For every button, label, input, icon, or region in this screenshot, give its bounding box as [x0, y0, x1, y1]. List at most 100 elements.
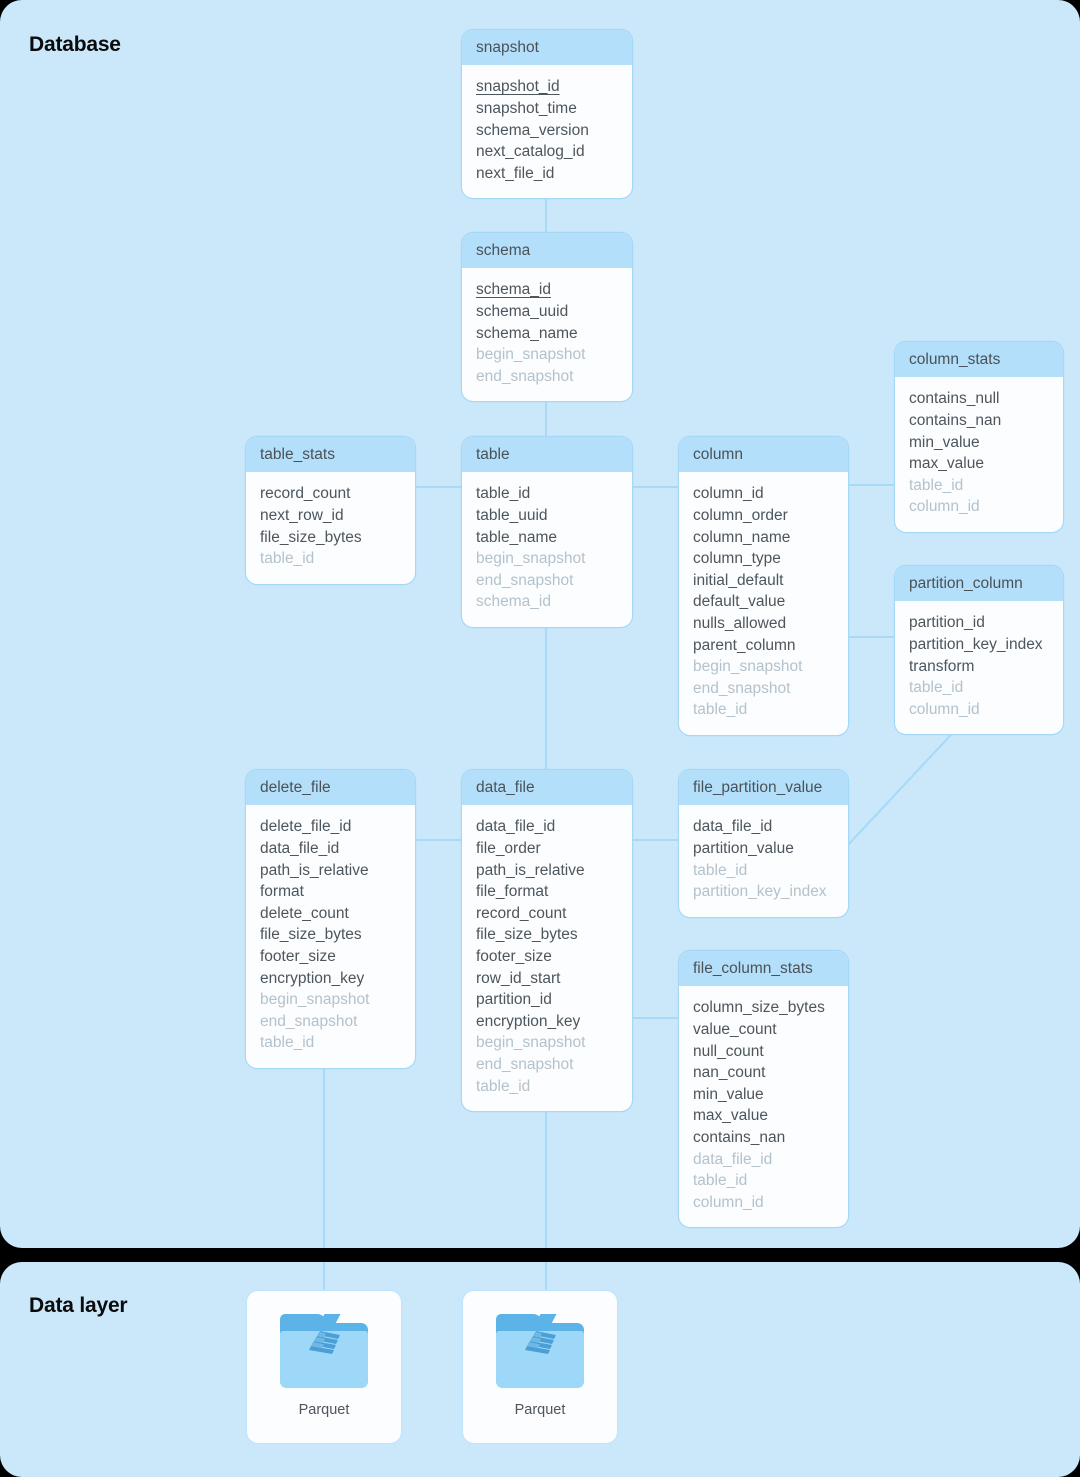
entity-column-title: column — [679, 437, 848, 473]
field-pc-transform: transform — [909, 657, 975, 675]
field-dataf-file-order: file_order — [476, 839, 541, 857]
entity-delete-file-fields: delete_file_id data_file_id path_is_rela… — [246, 805, 415, 1068]
field-df-end-snapshot: end_snapshot — [260, 1012, 358, 1030]
entity-partition-column[interactable]: partition_column partition_id partition_… — [895, 566, 1063, 735]
field-parent-column: parent_column — [693, 636, 796, 654]
entity-schema-fields: schema_id schema_uuid schema_name begin_… — [462, 268, 632, 401]
parquet-card-1[interactable]: Parquet — [247, 1291, 401, 1443]
entity-schema-title: schema — [462, 233, 632, 269]
field-df-delete-count: delete_count — [260, 904, 349, 922]
field-fpv-partition-value: partition_value — [693, 839, 794, 857]
field-next-file-id: next_file_id — [476, 164, 555, 182]
entity-table-title: table — [462, 437, 632, 473]
field-dataf-file-size-bytes: file_size_bytes — [476, 926, 578, 944]
field-schema-version: schema_version — [476, 121, 589, 139]
entity-column-stats[interactable]: column_stats contains_null contains_nan … — [895, 342, 1063, 532]
field-cs-table-id: table_id — [909, 476, 964, 494]
field-schema-uuid: schema_uuid — [476, 302, 569, 320]
field-fcs-table-id: table_id — [693, 1172, 748, 1190]
field-pc-column-id: column_id — [909, 700, 980, 718]
entity-table-stats-fields: record_count next_row_id file_size_bytes… — [246, 472, 415, 583]
field-table-schema-id: schema_id — [476, 593, 551, 611]
field-table-begin-snapshot: begin_snapshot — [476, 550, 586, 568]
field-cs-min-value: min_value — [909, 433, 980, 451]
field-dataf-data-file-id: data_file_id — [476, 818, 556, 836]
field-df-begin-snapshot: begin_snapshot — [260, 991, 370, 1009]
entity-data-file[interactable]: data_file data_file_id file_order path_i… — [462, 770, 632, 1112]
field-ts-record-count: record_count — [260, 485, 351, 503]
data-layer-panel-title: Data layer — [29, 1294, 128, 1317]
field-nulls-allowed: nulls_allowed — [693, 614, 787, 632]
entity-snapshot-title: snapshot — [462, 30, 632, 66]
field-fcs-data-file-id: data_file_id — [693, 1150, 773, 1168]
field-dataf-end-snapshot: end_snapshot — [476, 1055, 574, 1073]
field-df-footer-size: footer_size — [260, 947, 336, 965]
entity-snapshot[interactable]: snapshot snapshot_id snapshot_time schem… — [462, 30, 632, 199]
entity-column-stats-fields: contains_null contains_nan min_value max… — [895, 377, 1063, 532]
field-ts-file-size-bytes: file_size_bytes — [260, 528, 362, 546]
field-dataf-begin-snapshot: begin_snapshot — [476, 1034, 586, 1052]
field-cs-contains-nan: contains_nan — [909, 411, 1002, 429]
field-column-table-id: table_id — [693, 701, 748, 719]
field-cs-contains-null: contains_null — [909, 390, 1000, 408]
field-fpv-data-file-id: data_file_id — [693, 818, 773, 836]
field-df-delete-file-id: delete_file_id — [260, 818, 352, 836]
parquet-logo-icon — [525, 1331, 556, 1354]
entity-file-partition-value-fields: data_file_id partition_value table_id pa… — [679, 805, 848, 916]
field-schema-begin-snapshot: begin_snapshot — [476, 346, 586, 364]
entity-file-column-stats-fields: column_size_bytes value_count null_count… — [679, 986, 848, 1227]
entity-file-column-stats-title: file_column_stats — [679, 951, 848, 987]
field-pc-partition-id: partition_id — [909, 614, 985, 632]
entity-column[interactable]: column column_id column_order column_nam… — [679, 437, 848, 735]
entity-table[interactable]: table table_id table_uuid table_name beg… — [462, 437, 632, 627]
entity-delete-file[interactable]: delete_file delete_file_id data_file_id … — [246, 770, 415, 1068]
field-table-id: table_id — [476, 485, 531, 503]
entity-table-stats[interactable]: table_stats record_count next_row_id fil… — [246, 437, 415, 584]
parquet-card-2[interactable]: Parquet — [463, 1291, 617, 1443]
field-table-uuid: table_uuid — [476, 506, 548, 524]
field-fcs-max-value: max_value — [693, 1107, 768, 1125]
entity-table-fields: table_id table_uuid table_name begin_sna… — [462, 472, 632, 627]
database-panel-title: Database — [29, 33, 121, 56]
field-dataf-partition-id: partition_id — [476, 991, 552, 1009]
entity-snapshot-fields: snapshot_id snapshot_time schema_version… — [462, 65, 632, 198]
field-schema-end-snapshot: end_snapshot — [476, 367, 574, 385]
field-dataf-record-count: record_count — [476, 904, 567, 922]
field-default-value: default_value — [693, 593, 786, 611]
field-fcs-contains-nan: contains_nan — [693, 1128, 786, 1146]
field-dataf-path-is-relative: path_is_relative — [476, 861, 585, 879]
entity-file-partition-value[interactable]: file_partition_value data_file_id partit… — [679, 770, 848, 917]
field-pc-partition-key-index: partition_key_index — [909, 635, 1043, 653]
field-dataf-encryption-key: encryption_key — [476, 1012, 581, 1030]
field-ts-table-id: table_id — [260, 550, 315, 568]
entity-data-file-title: data_file — [462, 770, 632, 806]
field-pc-table-id: table_id — [909, 679, 964, 697]
field-column-id: column_id — [693, 485, 764, 503]
field-schema-name: schema_name — [476, 324, 578, 342]
field-df-data-file-id: data_file_id — [260, 839, 340, 857]
field-df-format: format — [260, 883, 304, 901]
field-dataf-file-format: file_format — [476, 883, 549, 901]
field-schema-id: schema_id — [476, 281, 551, 299]
field-fcs-min-value: min_value — [693, 1085, 764, 1103]
field-snapshot-id: snapshot_id — [476, 78, 560, 96]
field-dataf-row-id-start: row_id_start — [476, 969, 561, 987]
field-ts-next-row-id: next_row_id — [260, 506, 344, 524]
field-fcs-value-count: value_count — [693, 1020, 777, 1038]
entity-file-partition-value-title: file_partition_value — [679, 770, 848, 806]
field-table-end-snapshot: end_snapshot — [476, 571, 574, 589]
entity-file-column-stats[interactable]: file_column_stats column_size_bytes valu… — [679, 951, 848, 1228]
parquet-logo-icon — [309, 1331, 340, 1354]
field-column-begin-snapshot: begin_snapshot — [693, 658, 803, 676]
field-df-path-is-relative: path_is_relative — [260, 861, 369, 879]
field-initial-default: initial_default — [693, 571, 784, 589]
parquet-card-2-label: Parquet — [514, 1402, 566, 1418]
field-fcs-null-count: null_count — [693, 1042, 764, 1060]
parquet-card-1-label: Parquet — [298, 1402, 350, 1418]
field-dataf-table-id: table_id — [476, 1077, 531, 1095]
field-cs-max-value: max_value — [909, 455, 984, 473]
field-column-order: column_order — [693, 506, 788, 524]
field-fcs-nan-count: nan_count — [693, 1064, 766, 1082]
entity-schema[interactable]: schema schema_id schema_uuid schema_name… — [462, 233, 632, 402]
